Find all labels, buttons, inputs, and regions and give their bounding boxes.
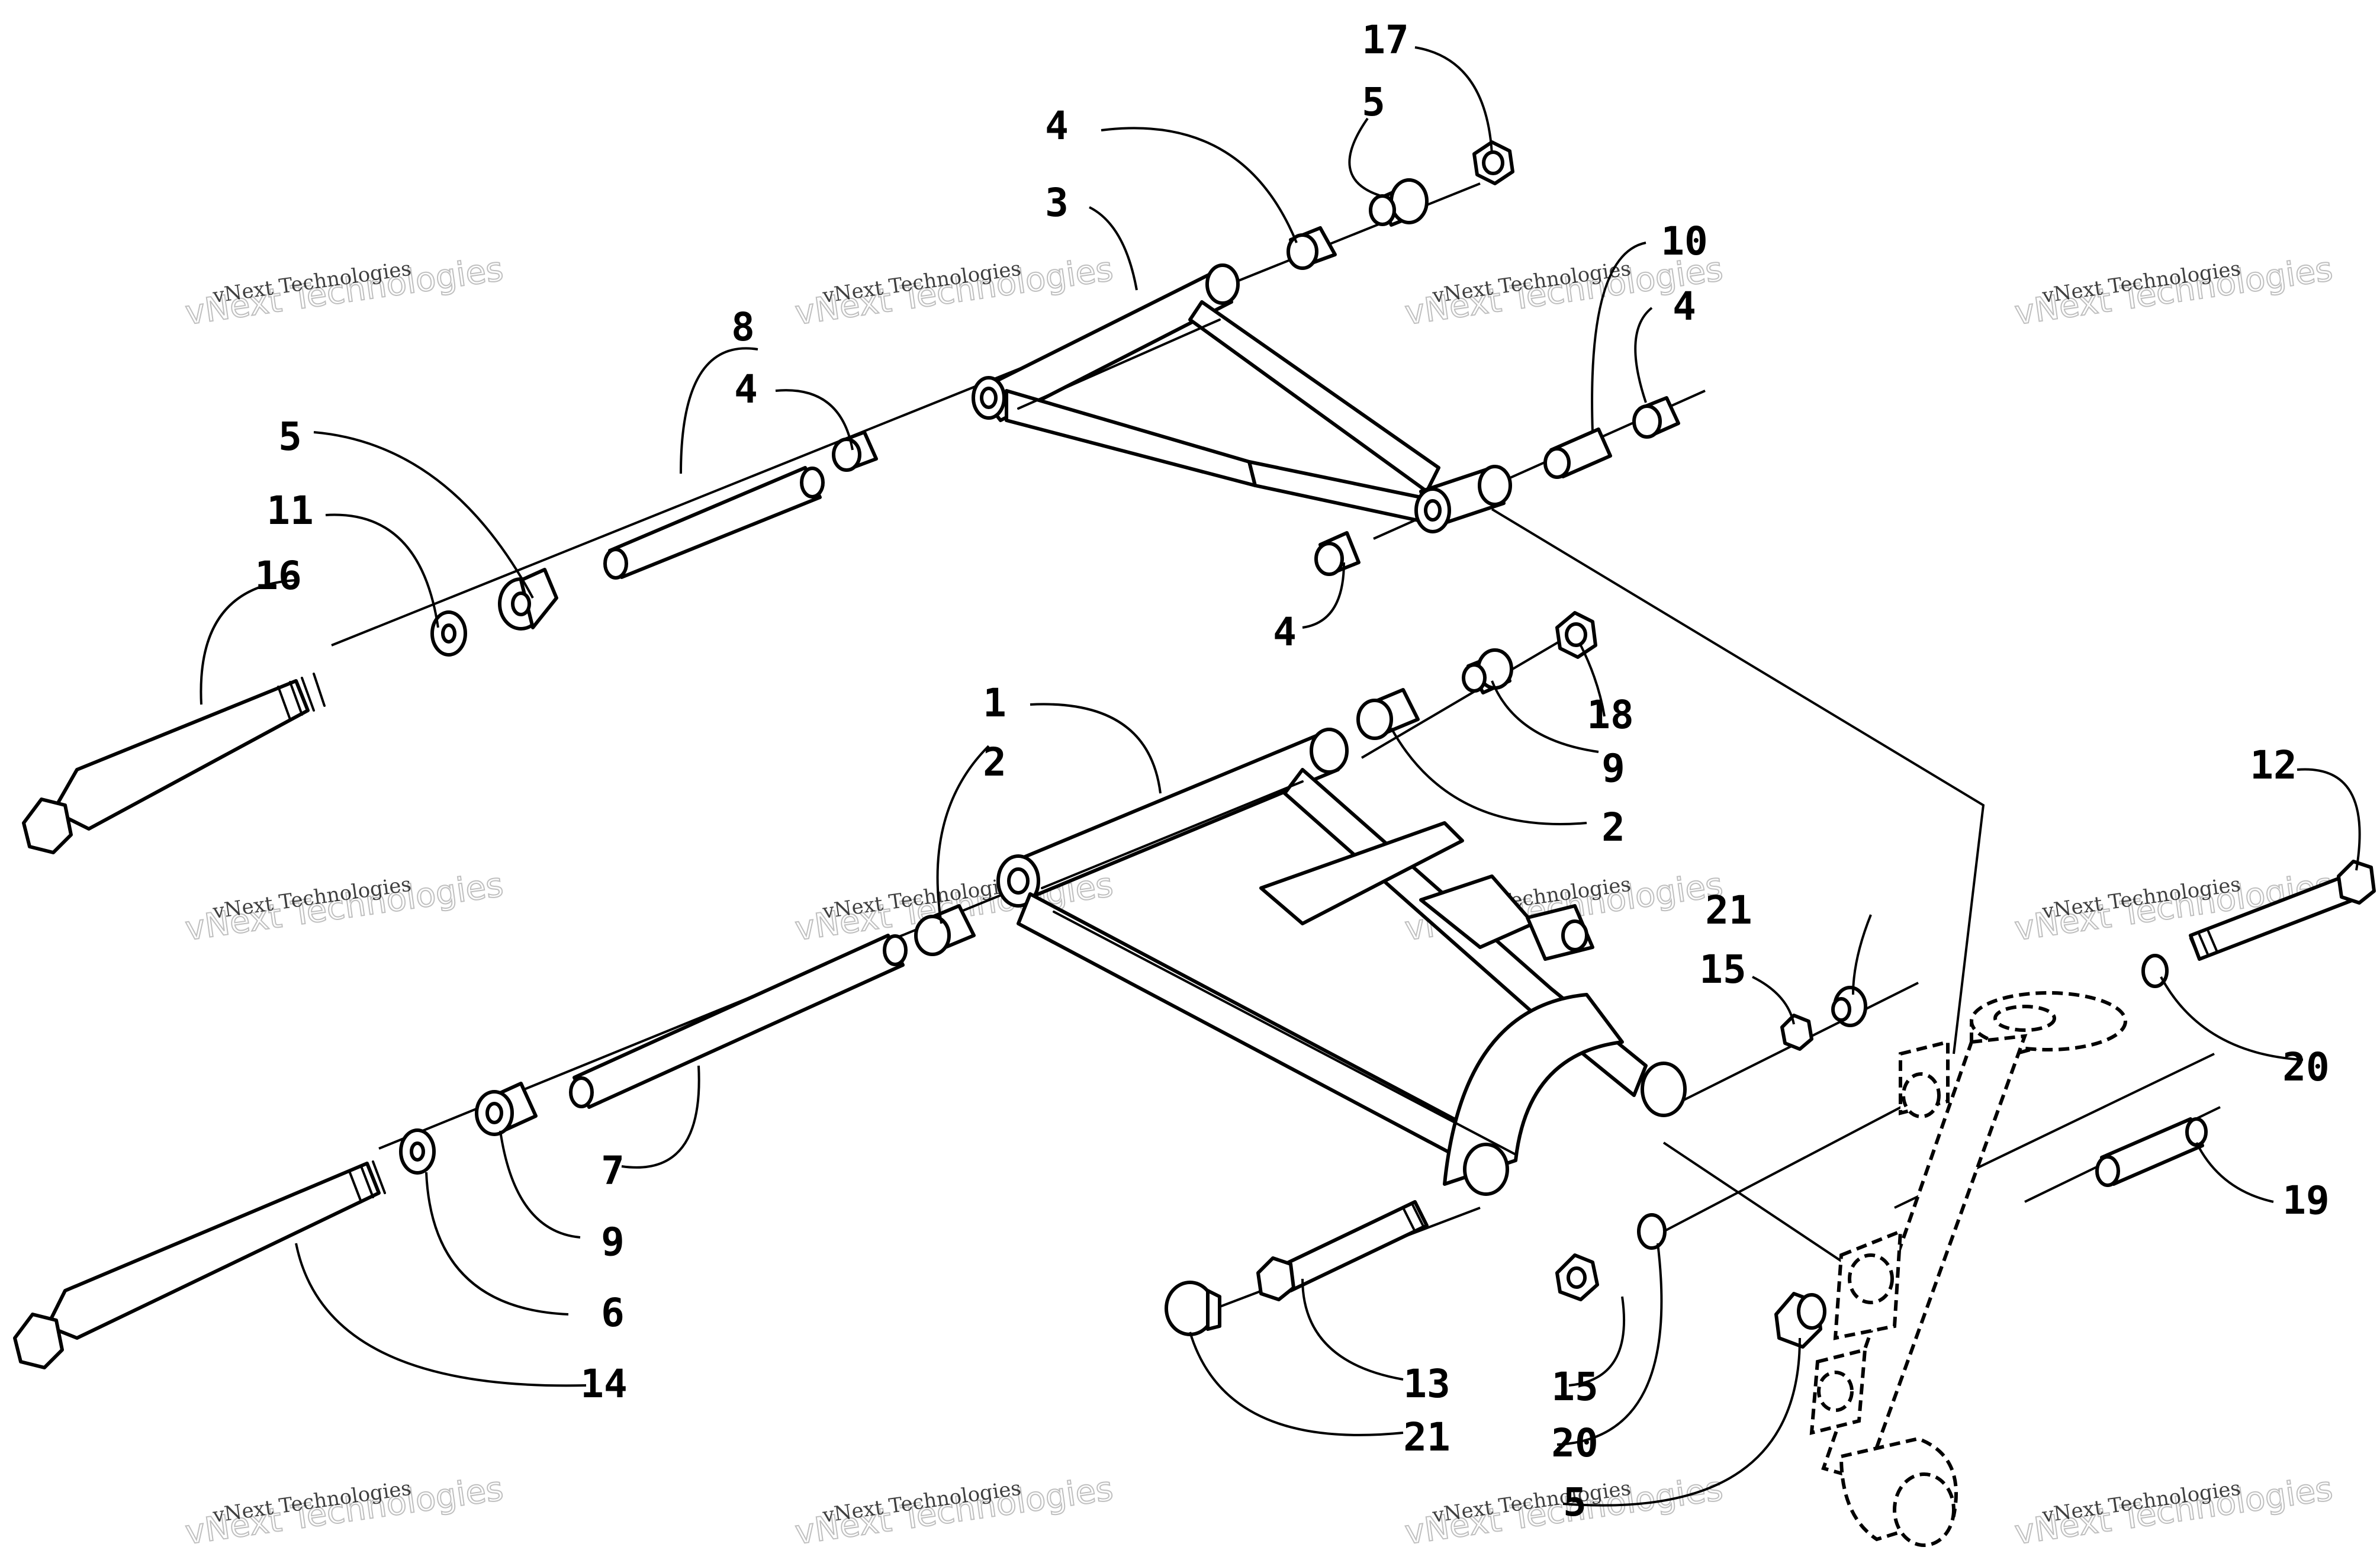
- callout-11: 11: [266, 488, 313, 533]
- sleeve-8: [603, 466, 825, 580]
- lower-a-arm-1: [996, 728, 1687, 1196]
- flanged-bushing-9-right: [1462, 648, 1513, 694]
- washer-6: [399, 1128, 436, 1175]
- bolt-13: [1256, 1200, 1429, 1301]
- nut-17: [1472, 140, 1514, 185]
- callout-9-left: 9: [601, 1219, 625, 1265]
- callout-7: 7: [601, 1148, 625, 1194]
- bushing-4-upper-left: [832, 430, 878, 472]
- callout-15-lower: 15: [1551, 1364, 1598, 1410]
- upper-a-arm-3: [972, 263, 1512, 533]
- cap-21-upper: [1831, 986, 1867, 1027]
- callout-8: 8: [731, 304, 755, 350]
- callout-labels: 17 5 4 3 8 4 5 11 16 10 4 4 1 2 18 9 2 1…: [255, 17, 2329, 1525]
- callout-3: 3: [1045, 180, 1069, 226]
- callout-17: 17: [1362, 17, 1408, 63]
- callout-20-lower: 20: [1551, 1420, 1598, 1466]
- callout-5-top: 5: [1362, 79, 1385, 125]
- sleeve-7: [569, 934, 908, 1109]
- callout-12: 12: [2250, 742, 2297, 788]
- axis-lower-right: [1657, 982, 1919, 1114]
- callout-19: 19: [2282, 1178, 2329, 1223]
- callout-10: 10: [1661, 218, 1707, 264]
- callout-21-lower: 21: [1403, 1414, 1450, 1460]
- bushing-4-right: [1632, 396, 1680, 439]
- callout-4-right: 4: [1673, 284, 1696, 329]
- callout-14: 14: [580, 1361, 627, 1407]
- bushing-2-right: [1356, 688, 1420, 740]
- callout-16: 16: [255, 553, 301, 599]
- callout-2-left: 2: [983, 739, 1006, 785]
- nut-18: [1555, 611, 1597, 659]
- callout-4-bottom: 4: [1273, 609, 1297, 655]
- nut-15-upper: [1780, 1014, 1813, 1051]
- flanged-bushing-5-lower: [1774, 1292, 1826, 1349]
- axis-upper-to-spindle: [1491, 508, 1985, 1054]
- flanged-bushing-9-left: [475, 1082, 538, 1136]
- washer-11: [430, 610, 467, 657]
- callout-5-lower: 5: [1563, 1480, 1587, 1525]
- callout-18: 18: [1587, 692, 1633, 738]
- bushing-4-top: [1287, 226, 1337, 270]
- bolt-12: [2189, 860, 2376, 961]
- flanged-bushing-5-top: [1369, 178, 1429, 227]
- bolt-14: [13, 1160, 386, 1369]
- callout-9-right: 9: [1601, 745, 1625, 791]
- bushing-4-bottom: [1314, 531, 1361, 576]
- callout-5-left: 5: [278, 414, 302, 459]
- cap-21-lower: [1165, 1281, 1221, 1336]
- callout-4-left: 4: [734, 366, 758, 412]
- washer-20-lower: [1637, 1213, 1667, 1250]
- sleeve-10: [1543, 427, 1612, 479]
- bushing-2-left: [914, 904, 976, 956]
- callout-6: 6: [601, 1290, 625, 1336]
- pin-19: [2095, 1117, 2208, 1187]
- axis-spindle-upper: [1663, 1100, 1913, 1233]
- axis-lower-rear-top: [1361, 638, 1564, 759]
- callout-1: 1: [983, 680, 1006, 726]
- bolt-16: [22, 673, 326, 854]
- callout-leaders: [200, 46, 2361, 1507]
- nut-15-lower: [1555, 1253, 1599, 1301]
- callout-20-upper: 20: [2282, 1044, 2329, 1090]
- callout-4-top: 4: [1045, 103, 1069, 149]
- callout-2-right: 2: [1601, 805, 1625, 850]
- flanged-bushing-5-left: [498, 568, 558, 631]
- callout-21-upper: 21: [1705, 887, 1752, 933]
- callout-15-upper: 15: [1699, 947, 1746, 992]
- spindle-assembly: [1809, 991, 2127, 1547]
- callout-13: 13: [1403, 1361, 1450, 1407]
